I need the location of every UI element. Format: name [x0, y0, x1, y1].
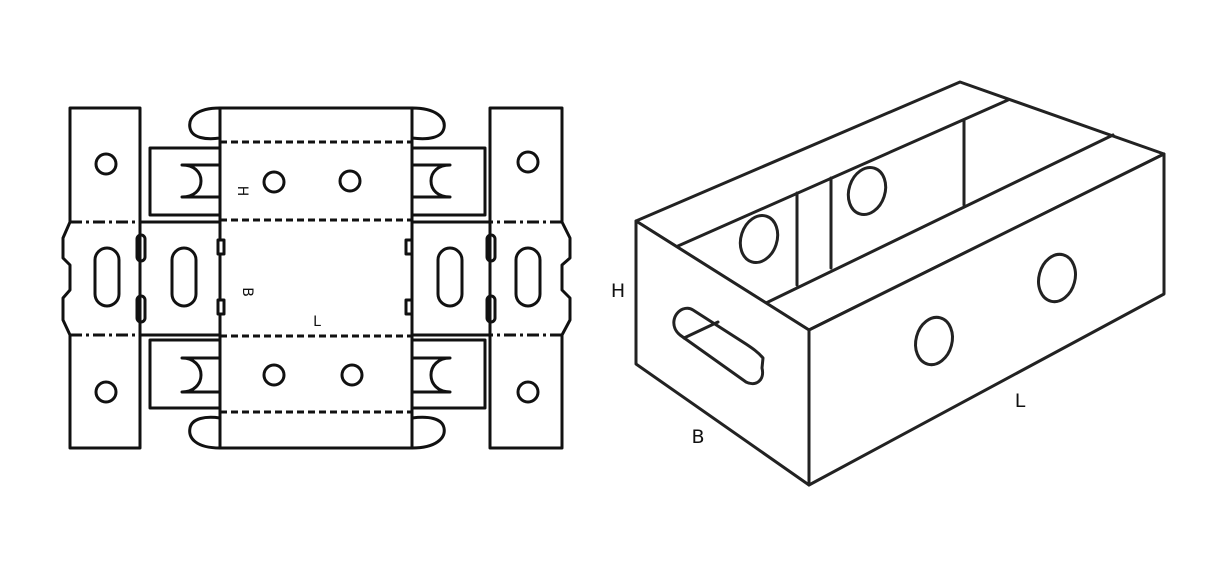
vent-hole — [914, 315, 954, 367]
notch — [216, 238, 226, 256]
hand-hole — [514, 246, 542, 308]
center-strip — [218, 106, 414, 450]
dieline-label-l: L — [313, 314, 321, 330]
end-panel-right — [488, 106, 572, 450]
flat-dieline: H B L — [61, 106, 572, 450]
notch — [216, 298, 226, 316]
ear-top-right — [410, 106, 446, 141]
vent-hole — [338, 169, 362, 193]
box-label-l: L — [1015, 390, 1026, 412]
box-side-face — [807, 152, 1166, 487]
inner-flap-left — [138, 220, 222, 337]
vent-hole — [340, 363, 364, 387]
lock-slit — [485, 233, 497, 263]
box-front-face — [634, 219, 811, 487]
end-panel-left — [61, 106, 142, 450]
box-label-h: H — [611, 280, 625, 302]
vent-hole — [1037, 252, 1077, 304]
ear-bottom-left — [188, 415, 222, 450]
hand-hole — [93, 246, 121, 308]
tab-top-right — [410, 146, 487, 217]
lock-slit — [135, 294, 147, 324]
lock-slit — [135, 233, 147, 263]
ear-bottom-right — [410, 415, 446, 450]
lock-slit — [485, 294, 497, 324]
notch — [404, 298, 414, 316]
vent-hole — [846, 166, 888, 216]
vent-hole — [738, 214, 780, 264]
tab-bottom-left — [148, 338, 222, 410]
notch — [404, 238, 414, 256]
assembled-box: H B L — [611, 80, 1166, 487]
vent-hole — [94, 152, 118, 176]
vent-hole — [516, 380, 540, 404]
vent-hole — [262, 363, 286, 387]
tab-bottom-right — [410, 338, 487, 410]
vent-hole — [516, 150, 540, 174]
hand-hole — [672, 306, 765, 386]
vent-hole — [94, 380, 118, 404]
inner-rim-front — [764, 133, 1115, 305]
dieline-label-h: H — [234, 186, 250, 197]
inner-rim-back — [676, 98, 1010, 248]
inner-flap-right — [410, 220, 492, 337]
tab-top-left — [148, 146, 222, 217]
ear-top-left — [188, 106, 222, 141]
vent-hole — [262, 170, 286, 194]
hand-hole — [436, 246, 464, 308]
hand-hole — [170, 246, 198, 308]
box-label-b: B — [691, 426, 704, 448]
dieline-label-b: B — [239, 287, 255, 297]
